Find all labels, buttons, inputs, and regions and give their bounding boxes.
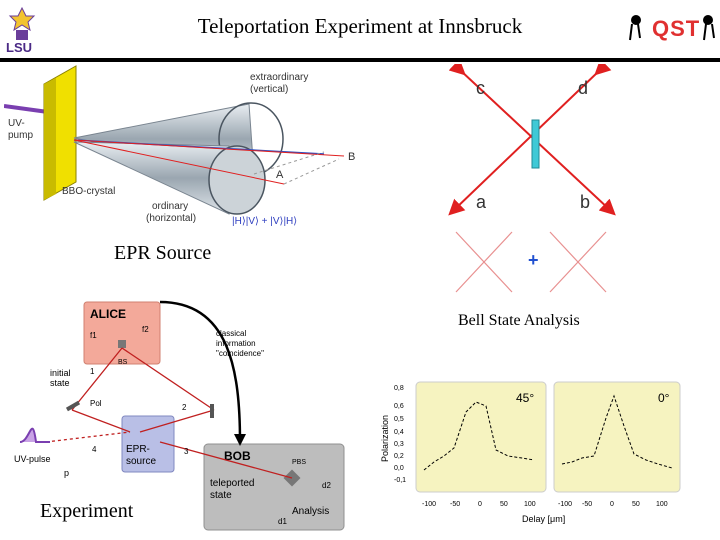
ytick-3: 0,4 [394,429,404,436]
d2-label: d2 [322,481,331,490]
epr-source-caption: EPR Source [114,242,212,264]
bell-plus: + [528,250,539,270]
bell-label-a: a [476,192,487,212]
epr-state-formula: |H⟩|V⟩ + |V⟩|H⟩ [232,216,297,227]
xtick-p2-2: 0 [610,501,614,508]
xtick-p1-0: -100 [422,501,436,508]
xtick-p1-1: -50 [450,501,460,508]
uv-pump-label-2: pump [8,130,33,141]
uv-pump-label-1: UV- [8,118,25,129]
xtick-p1-3: 50 [500,501,508,508]
panel-1-angle: 45° [516,391,534,405]
p-label: p [64,468,69,478]
bs-label: BS [118,359,128,366]
experiment-caption: Experiment [40,500,134,522]
pol-label: Pol [90,399,102,408]
polarization-graphic: Polarization 0,8 0,6 0,5 0,4 0,3 0,2 0,0… [380,381,681,524]
ordinary-label-2: (horizontal) [146,213,196,224]
extraordinary-label-1: extraordinary [250,72,308,83]
bell-state-caption: Bell State Analysis [458,312,580,329]
xtick-p2-4: 100 [656,501,668,508]
xtick-p1-2: 0 [478,501,482,508]
num-4-label: 4 [92,445,97,454]
xtick-p1-4: 100 [524,501,536,508]
qst-logo-text: QST [652,16,701,41]
num-3-label: 3 [184,447,189,456]
lsu-logo: LSU [6,6,38,56]
experiment-graphic: ALICE f1 f2 BS EPR- source BOB teleporte… [14,300,345,531]
bbo-label: BBO-crystal [62,186,115,197]
panel-1-series [423,401,535,471]
bell-label-b: b [580,192,590,212]
extraordinary-label-2: (vertical) [250,84,288,95]
polarization-plots: Polarization 0,8 0,6 0,5 0,4 0,3 0,2 0,0… [376,378,706,528]
bell-diagram-graphic: c d a b + [448,58,616,293]
teleported-label-2: state [210,490,232,501]
qst-logo: QST [628,10,716,50]
alice-label: ALICE [90,307,126,321]
panel-2-series [561,394,673,469]
page-title: Teleportation Experiment at Innsbruck [197,14,523,38]
lsu-logo-text: LSU [6,40,32,55]
plot-ylabel: Polarization [380,415,390,462]
uv-pump-beam [3,104,49,114]
plot-panel-1 [415,381,547,493]
ytick-6: 0,0 [394,465,404,472]
epr-source-diagram: A B UV- pump BBO-crystal extraordinary (… [3,64,364,239]
xtick-p2-3: 50 [632,501,640,508]
initial-state-label-2: state [50,378,70,388]
ordinary-label-1: ordinary [152,201,188,212]
d1-label: d1 [278,517,287,526]
f2-label: f2 [142,325,149,334]
epr-a-label: A [276,169,284,181]
xtick-p2-1: -50 [582,501,592,508]
classical-label-3: "coincidence" [216,349,264,358]
teleported-label-1: teleported [210,478,254,489]
pbs-label: PBS [292,459,306,466]
uv-pulse-label: UV-pulse [14,454,51,464]
plot-xlabel: Delay [μm] [522,514,565,524]
bell-label-c: c [476,78,485,98]
bell-state-diagram: c d a b + [440,58,620,304]
epr-diagram-graphic: A B UV- pump BBO-crystal extraordinary (… [3,65,355,227]
title-divider [0,58,720,62]
ytick-0: 0,8 [394,385,404,392]
analysis-label: Analysis [292,506,329,517]
initial-state-label-1: initial [50,368,71,378]
ytick-7: -0,1 [394,477,406,484]
epr-source-label-2: source [126,456,156,467]
ytick-5: 0,2 [394,453,404,460]
bell-label-d: d [578,78,588,98]
f1-label: f1 [90,331,97,340]
num-1-label: 1 [90,367,95,376]
bob-label: BOB [224,449,251,463]
qst-logo-graphic [629,15,715,41]
classical-label-1: classical [216,329,246,338]
panel-2-angle: 0° [658,391,670,405]
epr-b-label: B [348,151,355,163]
classical-label-2: information [216,339,256,348]
lsu-logo-graphic [8,6,36,40]
plot-panel-2 [553,381,681,493]
num-2-label: 2 [182,403,187,412]
ytick-2: 0,5 [394,416,404,423]
ytick-1: 0,6 [394,403,404,410]
ytick-4: 0,3 [394,441,404,448]
xtick-p2-0: -100 [558,501,572,508]
epr-source-label-1: EPR- [126,444,150,455]
experiment-diagram: ALICE f1 f2 BS EPR- source BOB teleporte… [10,292,355,532]
